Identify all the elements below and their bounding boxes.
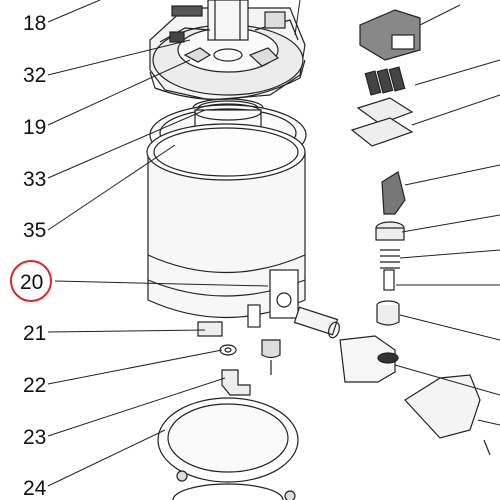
callout-label: 18 xyxy=(23,12,47,35)
callout-label: 22 xyxy=(23,374,47,397)
callout-label: 24 xyxy=(23,477,47,500)
callout-label: 19 xyxy=(23,116,47,139)
highlight-circle xyxy=(10,260,52,302)
callout-label-highlighted: 20 xyxy=(20,271,44,294)
callout-label: 32 xyxy=(23,64,47,87)
drain-connector xyxy=(219,306,340,396)
spigot-parts xyxy=(339,9,491,456)
callout-label: 21 xyxy=(23,322,47,345)
callout-label: 23 xyxy=(23,426,47,449)
urn-body xyxy=(146,123,306,337)
lid-assembly xyxy=(149,0,306,101)
leader-lines xyxy=(47,0,500,487)
callout-label: 33 xyxy=(23,168,47,191)
base-plate xyxy=(157,397,299,500)
callout-label: 35 xyxy=(23,219,47,242)
